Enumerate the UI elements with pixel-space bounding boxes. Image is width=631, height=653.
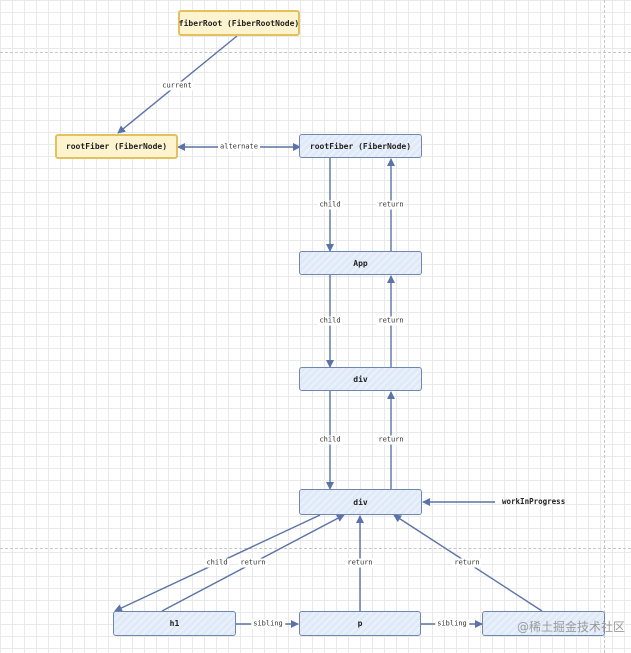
div-inner-node: div: [299, 489, 422, 515]
watermark-text: @稀土掘金技术社区: [516, 620, 625, 634]
root-fiber-wip-node: rootFiber (FiberNode): [299, 134, 422, 158]
edge-label-child-3: child: [317, 435, 343, 445]
h1-node: h1: [113, 611, 236, 636]
edge-label-return-h1: return: [238, 558, 268, 568]
fiber-root-node-label: fiberRoot (FiberRootNode): [178, 18, 300, 28]
app-node-label: App: [353, 258, 368, 268]
edge-label-return-p: return: [345, 558, 375, 568]
root-fiber-current-node: rootFiber (FiberNode): [55, 134, 178, 159]
third-child-node: [482, 611, 605, 636]
work-in-progress-label: workInProgress: [502, 497, 566, 506]
root-fiber-current-node-label: rootFiber (FiberNode): [65, 142, 168, 151]
fiber-root-node: fiberRoot (FiberRootNode): [178, 10, 300, 36]
edge-label-child-h1: child: [204, 558, 230, 568]
page-divider-right: [604, 0, 605, 653]
edge-label-child-2: child: [317, 316, 343, 326]
edge-label-return-1: return: [376, 200, 406, 210]
edge-label-return-third: return: [452, 558, 482, 568]
edge-label-return-2: return: [376, 316, 406, 326]
edge-label-sibling-1: sibling: [251, 619, 285, 629]
div-outer-node: div: [299, 367, 422, 391]
h1-node-label: h1: [169, 619, 180, 628]
page-divider-bottom: [0, 548, 631, 549]
app-node: App: [299, 251, 422, 275]
div-outer-node-label: div: [353, 374, 368, 384]
edge-label-alternate: alternate: [218, 142, 260, 152]
p-node: p: [299, 611, 421, 636]
p-node-label: p: [357, 619, 363, 628]
edge-label-current: current: [160, 81, 194, 91]
div-inner-node-label: div: [353, 497, 368, 507]
edge-label-sibling-2: sibling: [435, 619, 469, 629]
edge-label-child-1: child: [317, 200, 343, 210]
page-divider-top: [0, 52, 631, 53]
root-fiber-wip-node-label: rootFiber (FiberNode): [309, 141, 412, 151]
edge-label-return-3: return: [376, 435, 406, 445]
